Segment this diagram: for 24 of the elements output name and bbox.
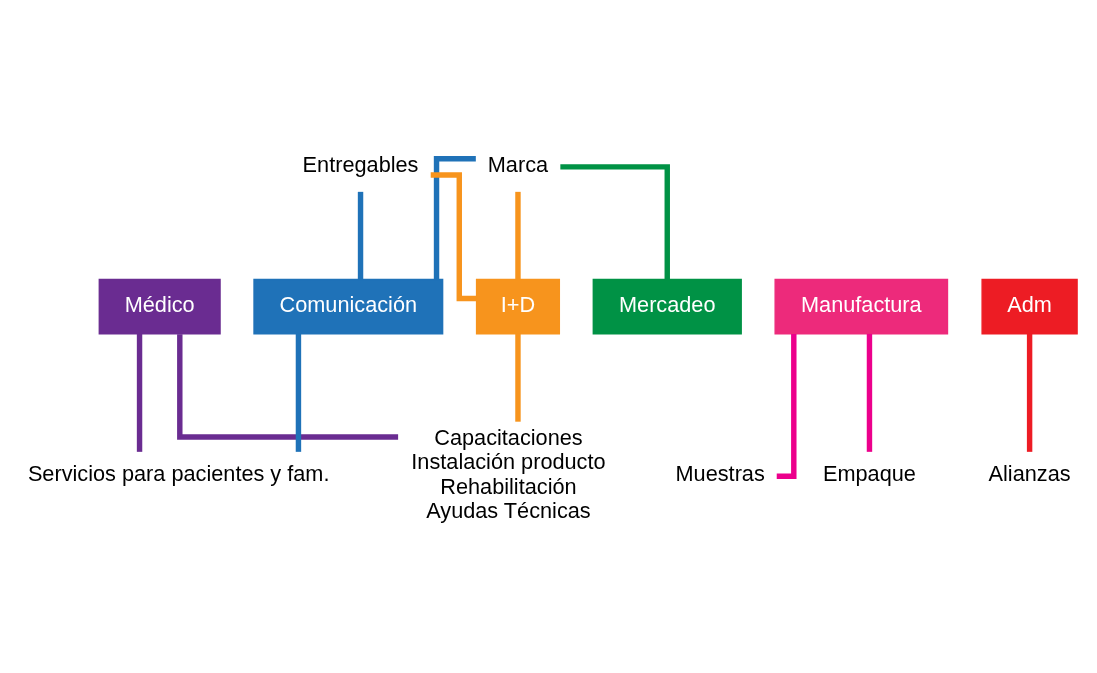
node-text: Alianzas — [988, 461, 1071, 487]
connector — [136, 333, 143, 452]
connector — [433, 156, 476, 280]
node-box: Manufactura — [774, 278, 949, 335]
node-text: Servicios para pacientes y fam. — [27, 461, 330, 487]
node-box: I+D — [475, 278, 561, 335]
connector — [515, 333, 521, 422]
connector — [357, 191, 364, 280]
connector — [177, 334, 399, 440]
node-box: Mercadeo — [592, 278, 742, 335]
connector — [560, 164, 670, 279]
node-box: Comunicación — [253, 278, 444, 335]
node-text: Marca — [487, 152, 549, 178]
node-text: Muestras — [675, 461, 765, 487]
connector — [295, 333, 302, 452]
node-text: Empaque — [823, 461, 916, 487]
node-text: Capacitaciones Instalación producto Rehabilitación Ayudas Técnicas — [411, 424, 606, 524]
connector — [866, 333, 873, 452]
node-text: Entregables — [302, 152, 419, 178]
node-box: Médico — [98, 278, 221, 335]
connector — [515, 191, 521, 280]
node-box: Adm — [981, 278, 1078, 335]
connector — [1026, 333, 1033, 452]
connector — [430, 172, 477, 302]
